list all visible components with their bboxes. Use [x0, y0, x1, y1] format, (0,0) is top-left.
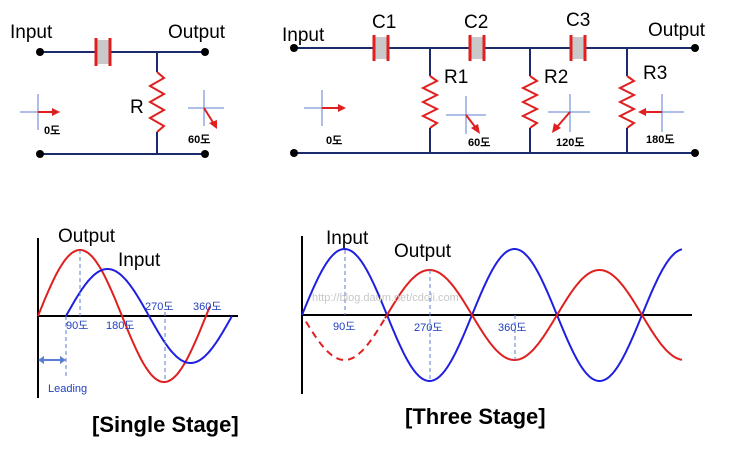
- watermark: http://blog.daum.net/cdoli.com: [312, 292, 459, 304]
- input-phase-label: 0도: [326, 134, 342, 147]
- tick-360: 360도: [498, 322, 526, 334]
- three-stage-circuit: Input Output C1 C2 C3 R1 R2 R3 0도 60도 12…: [282, 10, 706, 157]
- single-stage-circuit: Input Output R 0도 60도: [10, 22, 226, 158]
- output-label: Output: [394, 241, 452, 262]
- phase-indicator-120: [548, 94, 590, 133]
- input-label: Input: [282, 25, 325, 46]
- input-label: Input: [118, 250, 161, 271]
- resistor-r1: [420, 48, 440, 153]
- three-stage-waveform: http://blog.daum.net/cdoli.com Input Out…: [301, 228, 692, 429]
- leading-arrow-icon: [38, 356, 66, 364]
- tick-360: 360도: [193, 301, 221, 313]
- input-label: Input: [10, 22, 53, 43]
- r2-label: R2: [544, 67, 568, 88]
- output-wave: [384, 269, 683, 361]
- phase-indicator-60: [446, 96, 486, 134]
- input-wave: [301, 248, 683, 382]
- c1-label: C1: [372, 12, 396, 33]
- phase-label-120: 120도: [556, 136, 584, 149]
- output-wave: [37, 249, 211, 383]
- three-stage-caption: [Three Stage]: [405, 404, 546, 429]
- output-phase-label: 60도: [188, 133, 210, 146]
- input-phase-label: 0도: [44, 124, 60, 137]
- phase-indicator-input: [304, 90, 346, 126]
- resistor-r3: [617, 48, 637, 153]
- output-label: Output: [648, 20, 706, 41]
- tick-90: 90도: [66, 320, 88, 332]
- resistor-label: R: [130, 97, 144, 118]
- input-wave: [65, 268, 233, 364]
- output-wave-start: [305, 317, 386, 361]
- phase-indicator-input: [20, 94, 60, 130]
- c2-label: C2: [464, 12, 488, 33]
- phase-indicator-output: [188, 90, 224, 129]
- terminal-dot: [201, 48, 209, 56]
- tick-270: 270도: [414, 322, 442, 334]
- resistor: [147, 52, 167, 154]
- tick-90: 90도: [333, 321, 355, 333]
- tick-180: 180도: [106, 320, 134, 332]
- capacitor-c1: [372, 35, 390, 61]
- phase-label-180: 180도: [646, 133, 674, 146]
- phase-indicator-180: [638, 94, 684, 132]
- output-label: Output: [168, 22, 226, 43]
- tick-270: 270도: [145, 301, 173, 313]
- input-label: Input: [326, 228, 369, 249]
- output-label: Output: [58, 226, 116, 247]
- capacitor-c2: [468, 35, 486, 61]
- r1-label: R1: [444, 67, 468, 88]
- capacitor-c3: [569, 35, 587, 61]
- terminal-dot: [201, 150, 209, 158]
- c3-label: C3: [566, 10, 590, 31]
- capacitor: [94, 38, 112, 66]
- terminal-dot: [36, 48, 44, 56]
- leading-label: Leading: [48, 383, 87, 395]
- single-stage-caption: [Single Stage]: [92, 412, 239, 437]
- phase-label-60: 60도: [468, 136, 490, 149]
- phase-arrow-icon: [203, 107, 215, 125]
- single-stage-waveform: Output Input 90도 180도 270도 360도 Leading …: [37, 226, 239, 437]
- r3-label: R3: [643, 63, 667, 84]
- resistor-r2: [520, 48, 540, 153]
- terminal-dot: [36, 150, 44, 158]
